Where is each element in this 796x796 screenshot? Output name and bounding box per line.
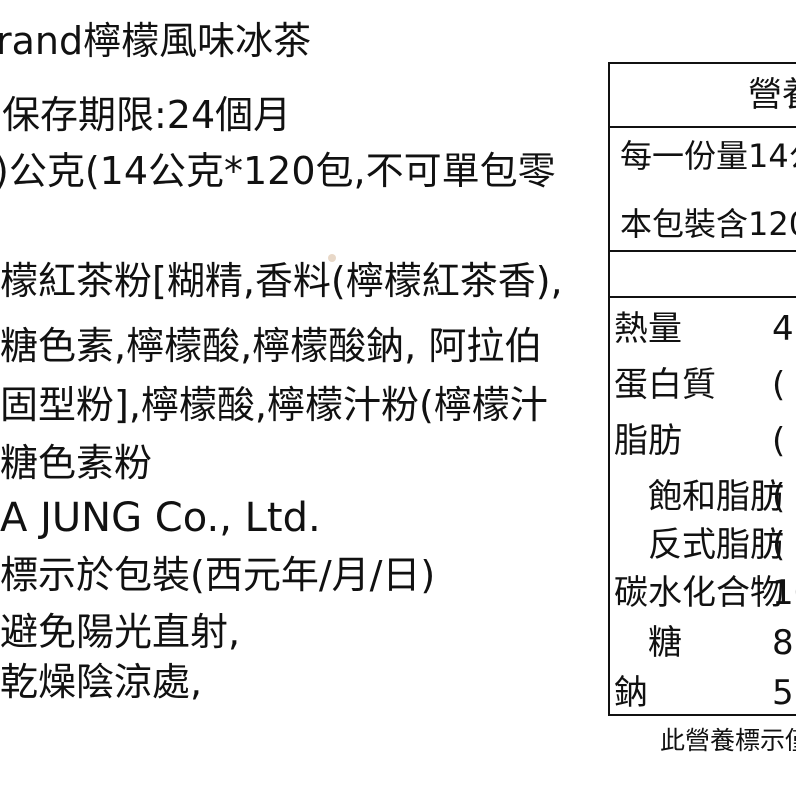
nutrient-value: 4	[772, 309, 794, 349]
ingredients-line-4: 糖色素粉	[0, 441, 153, 485]
nutrition-title-row: 營養	[610, 64, 796, 128]
nutrition-facts-box: 營養 每一份量14公 本包裝含120 熱量 4 蛋白質 ( 脂肪 ( 飽和脂肪 …	[608, 62, 796, 716]
ingredients-line-1: 檬紅茶粉[糊精,香料(檸檬紅茶香),	[0, 259, 563, 303]
nutrition-footnote: 此營養標示僅	[660, 726, 796, 755]
nutrient-name: 糖	[648, 623, 682, 663]
nutrition-title: 營養	[748, 75, 796, 115]
serving-size: 每一份量14公	[620, 137, 796, 175]
nutrient-value: (	[772, 365, 786, 405]
print-speck	[328, 254, 336, 262]
column-header-row	[610, 252, 796, 298]
date-note: 標示於包裝(西元年/月/日)	[0, 553, 436, 597]
shelf-life: 保存期限:24個月	[2, 93, 292, 137]
storage-note-1: 避免陽光直射,	[0, 610, 241, 654]
net-weight: )公克(14公克*120包,不可單包零	[0, 149, 556, 193]
nutrient-name: 蛋白質	[614, 365, 716, 405]
nutrient-value: (	[772, 525, 786, 565]
nutrient-name: 飽和脂肪	[648, 477, 784, 517]
nutrient-value: 5	[772, 673, 794, 713]
serving-info-row: 每一份量14公 本包裝含120	[610, 128, 796, 252]
nutrient-name: 反式脂肪	[648, 525, 784, 565]
nutrient-name: 熱量	[614, 309, 682, 349]
nutrient-value: 8	[772, 623, 794, 663]
nutrient-value: (	[772, 421, 786, 461]
nutrient-name: 脂肪	[614, 421, 682, 461]
storage-note-2: 乾燥陰涼處,	[0, 660, 203, 704]
nutrient-value: 10	[772, 573, 796, 613]
ingredients-line-2: 糖色素,檸檬酸,檸檬酸鈉, 阿拉伯	[0, 324, 543, 368]
nutrient-name: 鈉	[614, 673, 648, 713]
nutrient-name: 碳水化合物	[614, 573, 784, 613]
ingredients-line-3: 固型粉],檸檬酸,檸檬汁粉(檸檬汁	[0, 383, 548, 427]
servings-per-package: 本包裝含120	[620, 205, 796, 243]
product-name: rand檸檬風味冰茶	[0, 19, 312, 63]
nutrient-value: (	[772, 477, 786, 517]
manufacturer-name: A JUNG Co., Ltd.	[0, 495, 321, 541]
